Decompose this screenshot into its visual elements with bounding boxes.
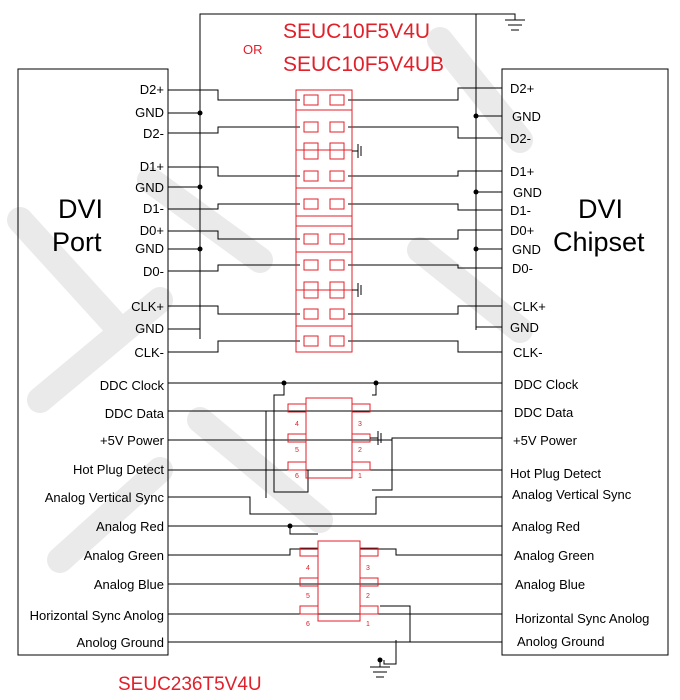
right-signal-d0n: D0- [512, 261, 533, 276]
bottom-ground-symbol [370, 660, 390, 678]
analog-pin-5: 5 [306, 593, 310, 600]
top-ground-rail [199, 13, 525, 339]
right-signal-vsync: Analog Vertical Sync [512, 487, 632, 502]
left-signal-hsync: Horizontal Sync Anolog [30, 608, 164, 623]
analog-pin-4: 4 [306, 565, 310, 572]
tmds-part-primary: SEUC10F5V4U [283, 20, 430, 43]
ddc-pin-1: 1 [358, 473, 362, 480]
left-signal-hot-plug: Hot Plug Detect [73, 462, 164, 477]
left-signal-d0p: D0+ [140, 223, 164, 238]
analog-pin-3: 3 [366, 565, 370, 572]
right-signal-gnd2: GND [513, 185, 542, 200]
left-signal-gnd1: GND [135, 105, 164, 120]
analog-pin-2: 2 [366, 593, 370, 600]
left-signal-gnd2: GND [135, 180, 164, 195]
right-signal-d2n: D2- [510, 131, 531, 146]
right-signal-red: Analog Red [512, 519, 580, 534]
analog-pin-1: 1 [366, 621, 370, 628]
ddc-pin-2: 2 [358, 447, 362, 454]
left-signal-d1n: D1- [143, 201, 164, 216]
ddc-pin-6: 6 [295, 473, 299, 480]
left-signal-5v-power: +5V Power [100, 433, 165, 448]
right-signal-clkn: CLK- [513, 345, 543, 360]
watermark [7, 27, 533, 573]
analog-wiring [168, 523, 502, 665]
right-signal-d1p: D1+ [510, 164, 534, 179]
left-signal-d1p: D1+ [140, 159, 164, 174]
right-signal-gnd3: GND [512, 242, 541, 257]
left-signal-blue: Analog Blue [94, 577, 164, 592]
right-signal-clkp: CLK+ [513, 299, 546, 314]
right-title-2: Chipset [553, 227, 645, 257]
left-signal-clkp: CLK+ [131, 299, 164, 314]
left-signal-ground: Anolog Ground [77, 635, 164, 650]
ddc-ground-symbol [370, 431, 382, 445]
left-signal-green: Analog Green [84, 548, 164, 563]
right-signal-ddc-data: DDC Data [514, 405, 574, 420]
right-signal-labels: D2+ GND D2- D1+ GND D1- D0+ GND D0- CLK+… [510, 81, 649, 649]
ddc-tvs-chip: 4 5 6 3 2 1 [287, 397, 382, 480]
tmds-wiring [168, 87, 502, 353]
dvi-port-block [17, 68, 169, 656]
or-label: OR [243, 42, 263, 57]
tmds-ground-symbol [352, 144, 362, 297]
right-title-1: DVI [578, 194, 623, 224]
right-signal-blue: Analog Blue [515, 577, 585, 592]
right-signal-gnd4: GND [510, 320, 539, 335]
left-title-2: Port [52, 227, 102, 257]
ddc-pin-5: 5 [295, 447, 299, 454]
right-signal-d1n: D1- [510, 203, 531, 218]
right-signal-ddc-clock: DDC Clock [514, 377, 579, 392]
left-signal-gnd3: GND [135, 241, 164, 256]
left-signal-labels: D2+ GND D2- D1+ GND D1- D0+ GND D0- CLK+… [30, 82, 165, 650]
ddc-wiring [168, 380, 502, 515]
right-signal-5v-power: +5V Power [513, 433, 578, 448]
left-signal-ddc-data: DDC Data [105, 406, 165, 421]
right-signal-hsync: Horizontal Sync Anolog [515, 611, 649, 626]
left-signal-d2p: D2+ [140, 82, 164, 97]
analog-pin-6: 6 [306, 621, 310, 628]
right-signal-gnd1: GND [512, 109, 541, 124]
tmds-part-alternate: SEUC10F5V4UB [283, 53, 444, 76]
right-signal-d0p: D0+ [510, 223, 534, 238]
ddc-part-label: SEUC236T5V4U [118, 674, 262, 695]
left-signal-gnd4: GND [135, 321, 164, 336]
left-signal-d2n: D2- [143, 126, 164, 141]
right-signal-ground: Anolog Ground [517, 634, 604, 649]
ddc-pin-3: 3 [358, 421, 362, 428]
right-signal-hot-plug: Hot Plug Detect [510, 466, 601, 481]
tmds-tvs-array [295, 89, 362, 353]
right-signal-d2p: D2+ [510, 81, 534, 96]
ddc-pin-4: 4 [295, 421, 299, 428]
dvi-chipset-block [501, 68, 669, 656]
left-signal-clkn: CLK- [134, 345, 164, 360]
analog-tvs-chip: 4 5 6 3 2 1 [299, 540, 379, 628]
left-title-1: DVI [58, 194, 103, 224]
left-signal-d0n: D0- [143, 264, 164, 279]
right-signal-green: Analog Green [514, 548, 594, 563]
left-signal-ddc-clock: DDC Clock [100, 378, 165, 393]
left-signal-vsync: Analog Vertical Sync [45, 490, 165, 505]
left-signal-red: Analog Red [96, 519, 164, 534]
